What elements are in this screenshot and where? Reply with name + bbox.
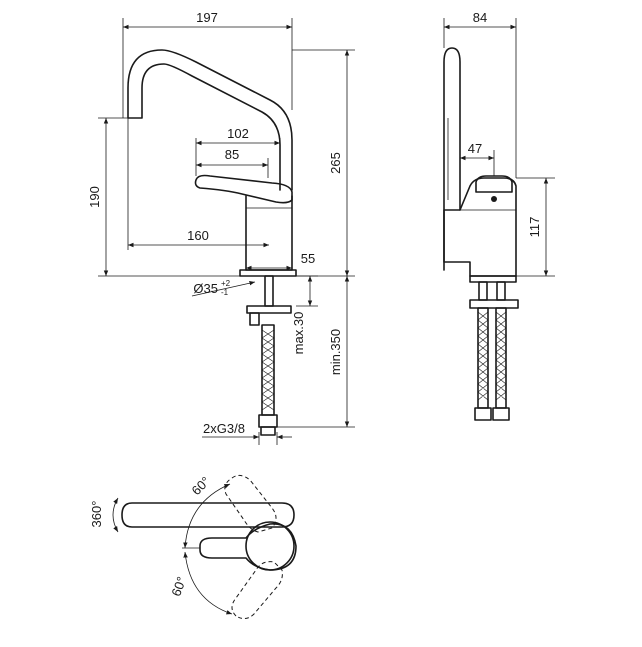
front-extension-lines [98,18,355,445]
dim-55-label: 55 [301,251,315,266]
front-counter-plate [246,305,292,314]
front-hose [258,324,278,436]
front-spout-outline [127,49,293,191]
dim-47-label: 47 [468,141,482,156]
dim-160-label: 160 [187,228,209,243]
dim-265-label: 265 [328,152,343,174]
swivel-arrow [112,497,119,533]
front-dimension-lines [103,24,350,440]
top-lever-rotated-down [231,561,283,620]
dim-max30-label: max.30 [291,312,306,355]
swivel-angle-label: 360° [89,501,104,528]
side-hoses [474,281,510,421]
top-view: 360° 60° 60° [89,474,297,620]
front-nut [249,312,260,326]
hole-diameter-label: Ø35 [193,281,218,296]
hole-tolerance-plus: +2 [221,279,231,288]
side-body-outline [443,177,517,277]
top-lever-rotated-up [224,474,277,533]
side-screw [491,196,497,202]
side-view: 84 47 117 [443,10,555,421]
top-spout-outline [121,502,295,528]
dim-117-label: 117 [527,217,542,238]
front-body-outline [245,195,293,271]
lever-down-angle-label: 60° [168,575,189,599]
side-spout-outline [443,47,461,271]
front-view: 197 102 85 190 265 160 55 Ø35 +2 -1 max.… [87,10,355,445]
side-lever-outline [475,175,513,193]
side-extension-lines [443,18,555,277]
angle-arc-up [183,483,231,549]
side-dimension-lines [444,24,549,276]
connection-label: 2xG3/8 [203,421,245,436]
dim-85-label: 85 [225,147,239,162]
hole-tolerance-minus: -1 [221,288,229,297]
top-lever-outline [199,523,297,571]
side-counter-plate [469,299,519,309]
side-base [469,275,517,283]
lever-up-angle-label: 60° [189,474,214,499]
dim-min350-label: min.350 [328,329,343,375]
top-body-circle [245,521,295,571]
front-base [239,269,297,277]
front-stud [264,275,274,307]
dim-84-label: 84 [473,10,487,25]
dim-102-label: 102 [227,126,249,141]
dim-190-label: 190 [87,186,102,208]
dim-197-label: 197 [196,10,218,25]
front-lever-outline [194,174,293,204]
angle-arc-down [183,551,233,615]
